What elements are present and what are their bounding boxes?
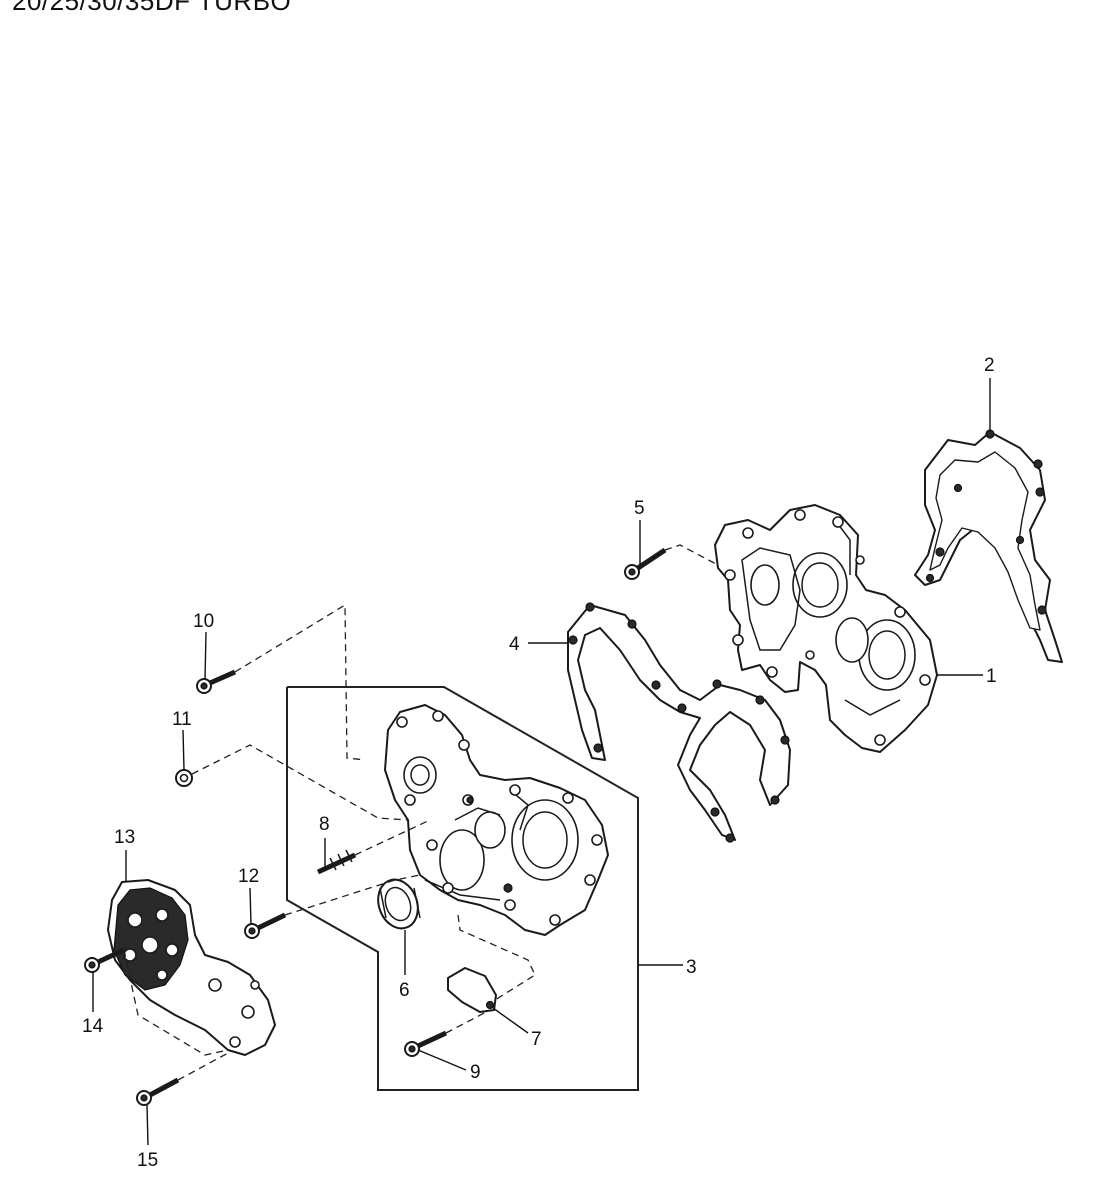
callout-11: 11: [172, 709, 192, 730]
part-13-pump-plate: [107, 879, 276, 1056]
part-4-inner-gasket: [567, 602, 791, 843]
callout-2: 2: [984, 355, 995, 376]
assembly-frame: [286, 686, 639, 1091]
leader-lines: [92, 378, 991, 1146]
part-3-front-cover: [384, 704, 609, 936]
part-6-seal-ring: [377, 878, 421, 930]
callout-10: 10: [193, 611, 214, 632]
nut-11: [175, 769, 193, 787]
callout-14: 14: [82, 1016, 104, 1037]
callout-9: 9: [470, 1062, 481, 1083]
callout-7: 7: [531, 1029, 542, 1050]
bolt-12: [244, 912, 287, 939]
callout-15: 15: [137, 1150, 158, 1171]
part-1-timing-housing: [714, 504, 938, 753]
part-2-outer-gasket: [914, 429, 1063, 663]
bolt-5: [624, 547, 667, 580]
bolt-15: [136, 1077, 180, 1106]
callout-13: 13: [114, 827, 135, 848]
callout-6: 6: [399, 980, 410, 1001]
callout-8: 8: [319, 814, 330, 835]
callout-1: 1: [986, 666, 997, 687]
part-7-cover-plate: [447, 967, 497, 1013]
bolt-14: [84, 947, 126, 973]
stud-8: [316, 849, 357, 875]
bolt-9: [404, 1030, 448, 1057]
callout-3: 3: [686, 957, 697, 978]
bolt-10: [196, 669, 237, 694]
callout-4: 4: [509, 634, 520, 655]
callout-12: 12: [238, 866, 259, 887]
diagram-title: 20/25/30/35DF TURBO: [12, 0, 292, 16]
alignment-lines: [123, 544, 719, 1081]
callout-5: 5: [634, 498, 645, 519]
